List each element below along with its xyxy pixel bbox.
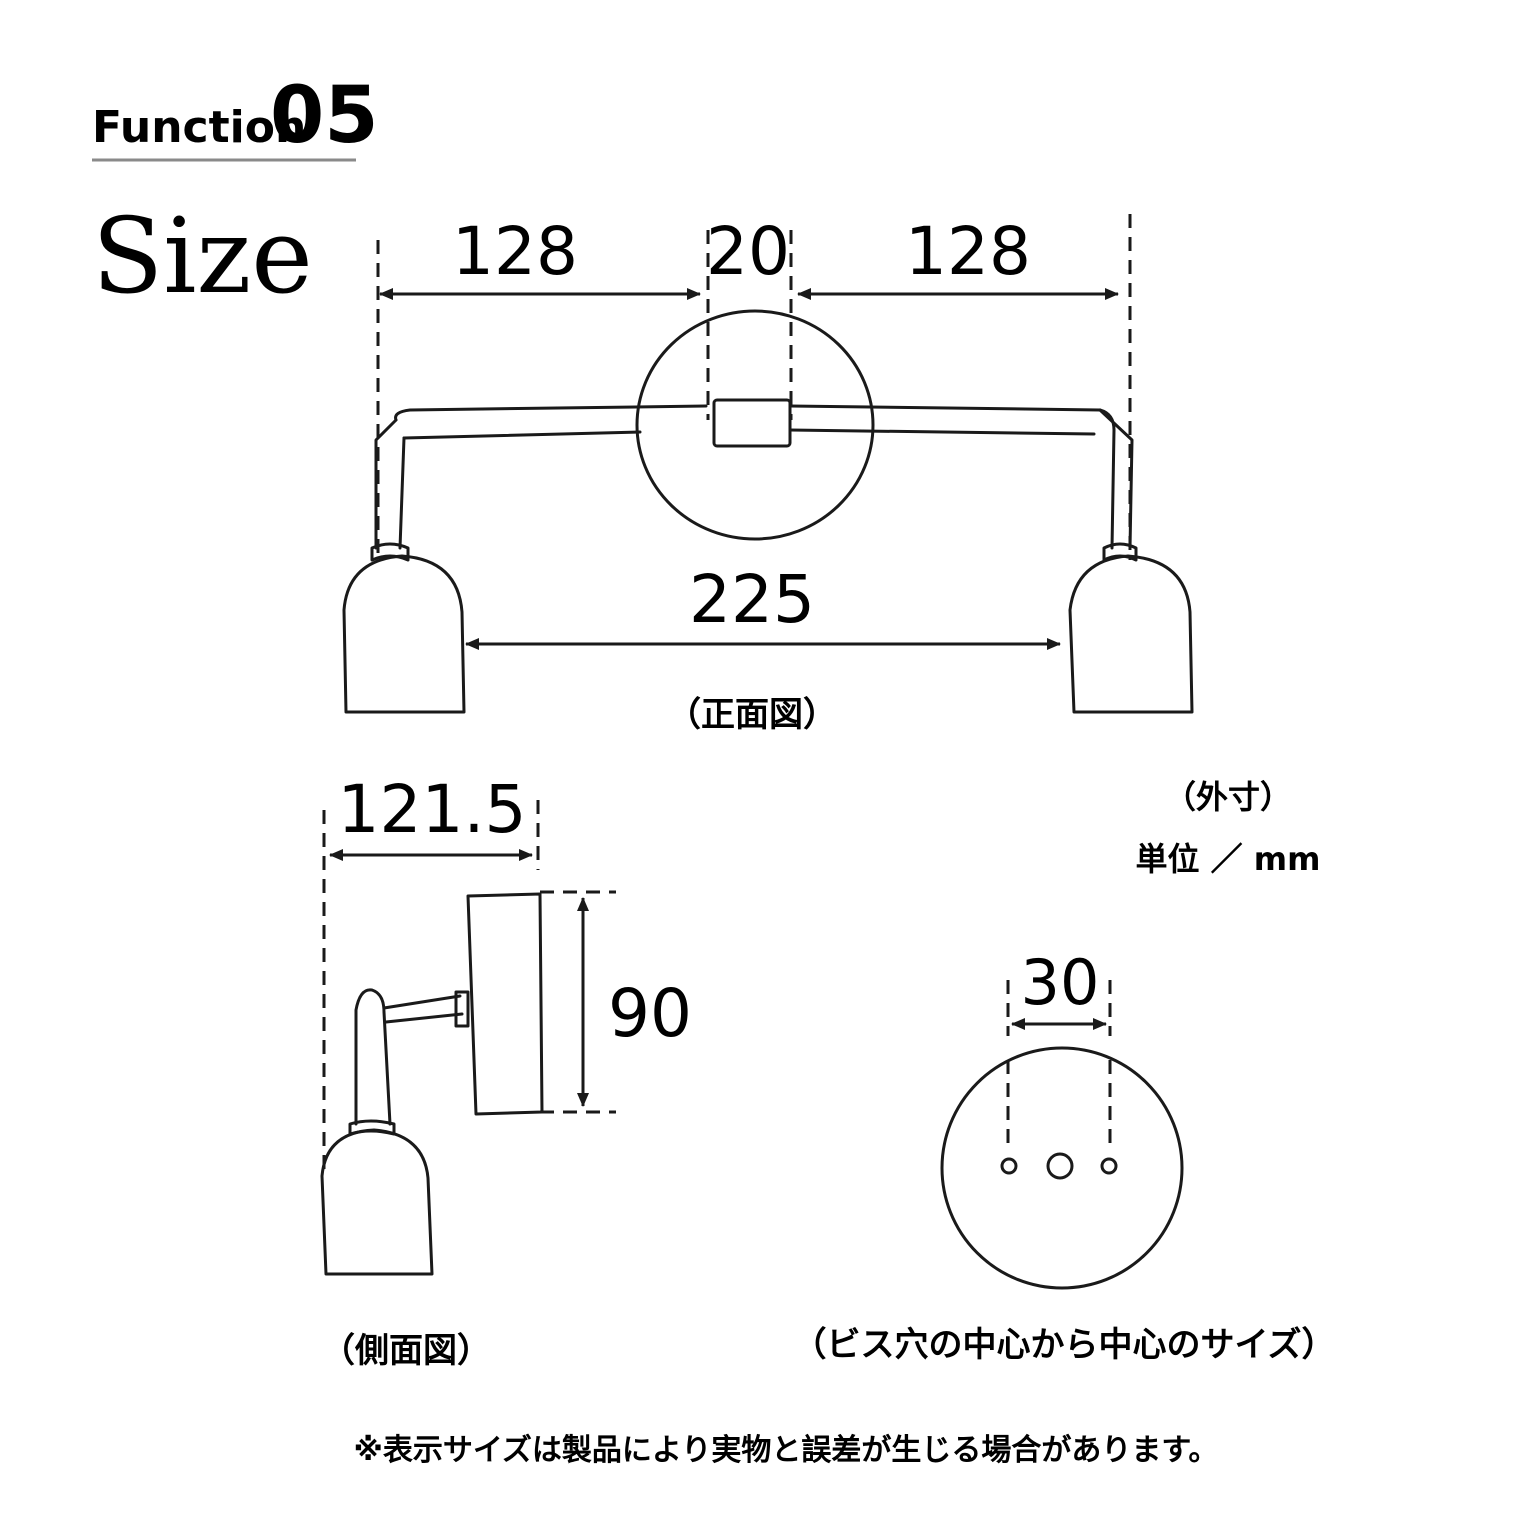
function-label: Function [92,102,306,153]
cable-hole-center [1046,1152,1074,1180]
outer-dimension-label: （外寸） [1164,778,1292,816]
side-arm [382,994,464,1024]
dim-right-label: 128 [905,213,1031,290]
function-number: 05 [270,71,379,161]
front-shade-left [342,554,466,714]
front-shade-right [1068,554,1194,714]
front-arm-left-top [394,404,708,422]
front-arm-right-drop-outer [1098,408,1134,550]
screw-hole-left [1000,1157,1018,1175]
front-arm-right-bottom [788,428,1096,436]
side-stem [354,988,392,1126]
front-arm-left-bottom [402,430,642,440]
dim-span-label: 225 [689,561,815,638]
dim-center-label: 20 [706,213,790,290]
unit-label: 単位 ／ mm [1136,840,1321,878]
base-plate-view: 30 （ビス穴の中心から中心のサイズ） [793,946,1336,1365]
front-arm-left-drop-inner [398,436,406,550]
side-view: 121.5 90 （側面図） [320,771,692,1371]
footnote: ※表示サイズは製品により実物と誤差が生じる場合があります。 [354,1433,1219,1468]
page-title: Size [92,195,313,317]
dim-height-label: 90 [608,975,692,1052]
front-view: 128 20 128 225 （正面図） [342,213,1194,735]
front-arm-right-drop-inner [1110,428,1116,550]
base-plate-caption: （ビス穴の中心から中心のサイズ） [793,1325,1336,1365]
front-center-block [712,398,792,448]
side-wall-plate [466,892,544,1116]
dim-left-label: 128 [452,213,578,290]
front-arm-left-drop-outer [374,418,398,550]
front-view-caption: （正面図） [667,695,837,735]
side-shade [320,1128,434,1276]
dim-holes-label: 30 [1021,946,1100,1019]
front-base-plate [635,309,875,541]
base-plate-outline [940,1046,1184,1290]
screw-hole-right [1100,1157,1118,1175]
front-arm-right-top [788,404,1116,432]
front-collar-left [370,542,410,562]
dim-depth-label: 121.5 [338,771,527,848]
side-view-caption: （側面図） [321,1331,491,1371]
side-arm-mount [454,990,470,1028]
